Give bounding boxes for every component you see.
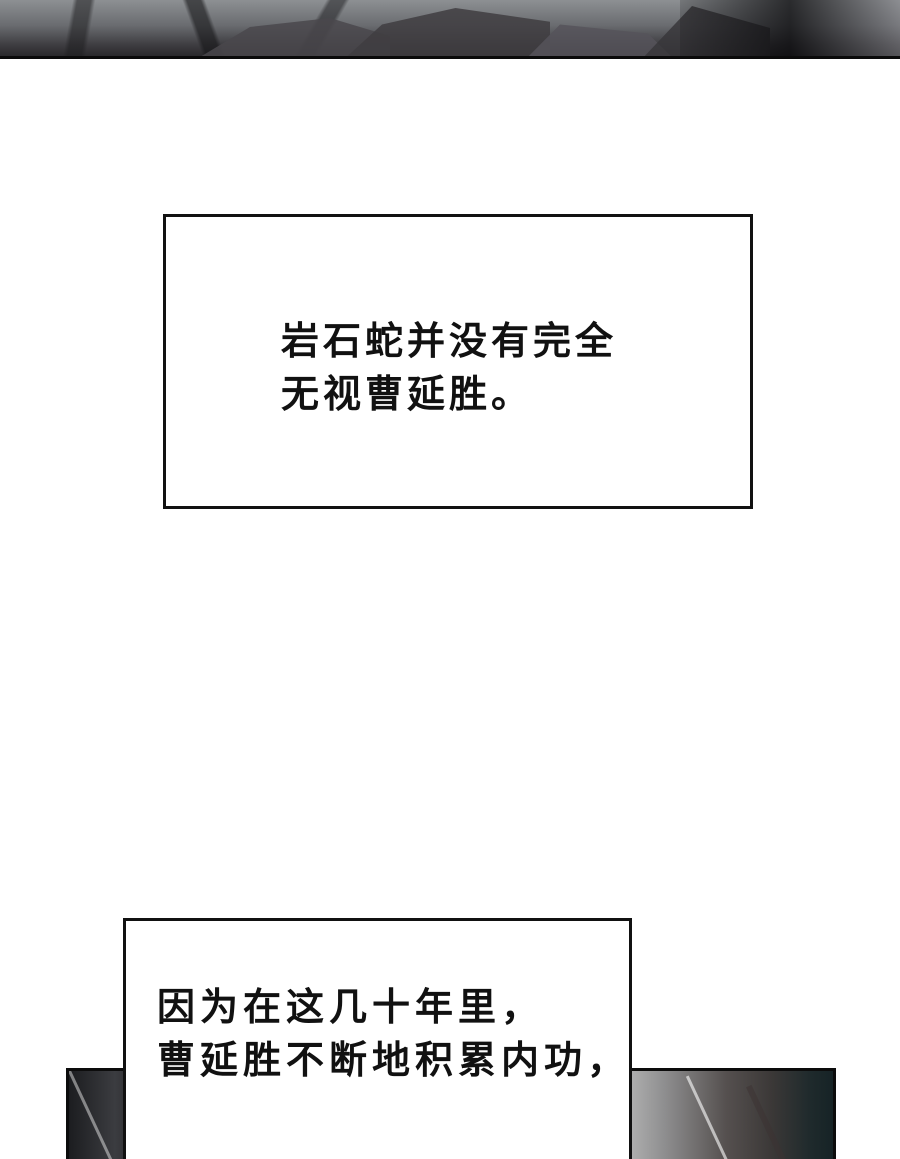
caption-line: 无视曹延胜。 <box>281 372 534 416</box>
caption-box-1: 岩石蛇并没有完全 无视曹延胜。 <box>163 214 753 509</box>
top-image-panel <box>0 0 900 59</box>
caption-text-2: 因为在这几十年里， 曹延胜不断地积累内功， <box>157 981 630 1087</box>
caption-line: 因为在这几十年里， <box>157 985 545 1029</box>
caption-box-2: 因为在这几十年里， 曹延胜不断地积累内功， <box>123 918 632 1159</box>
caption-text-1: 岩石蛇并没有完全 无视曹延胜。 <box>281 315 617 421</box>
caption-line: 岩石蛇并没有完全 <box>281 319 618 363</box>
shadow-overlay <box>680 0 900 56</box>
light-streak <box>69 1071 116 1159</box>
light-streak <box>746 1084 798 1159</box>
caption-line: 曹延胜不断地积累内功， <box>157 1038 631 1082</box>
light-streak <box>685 1075 736 1159</box>
